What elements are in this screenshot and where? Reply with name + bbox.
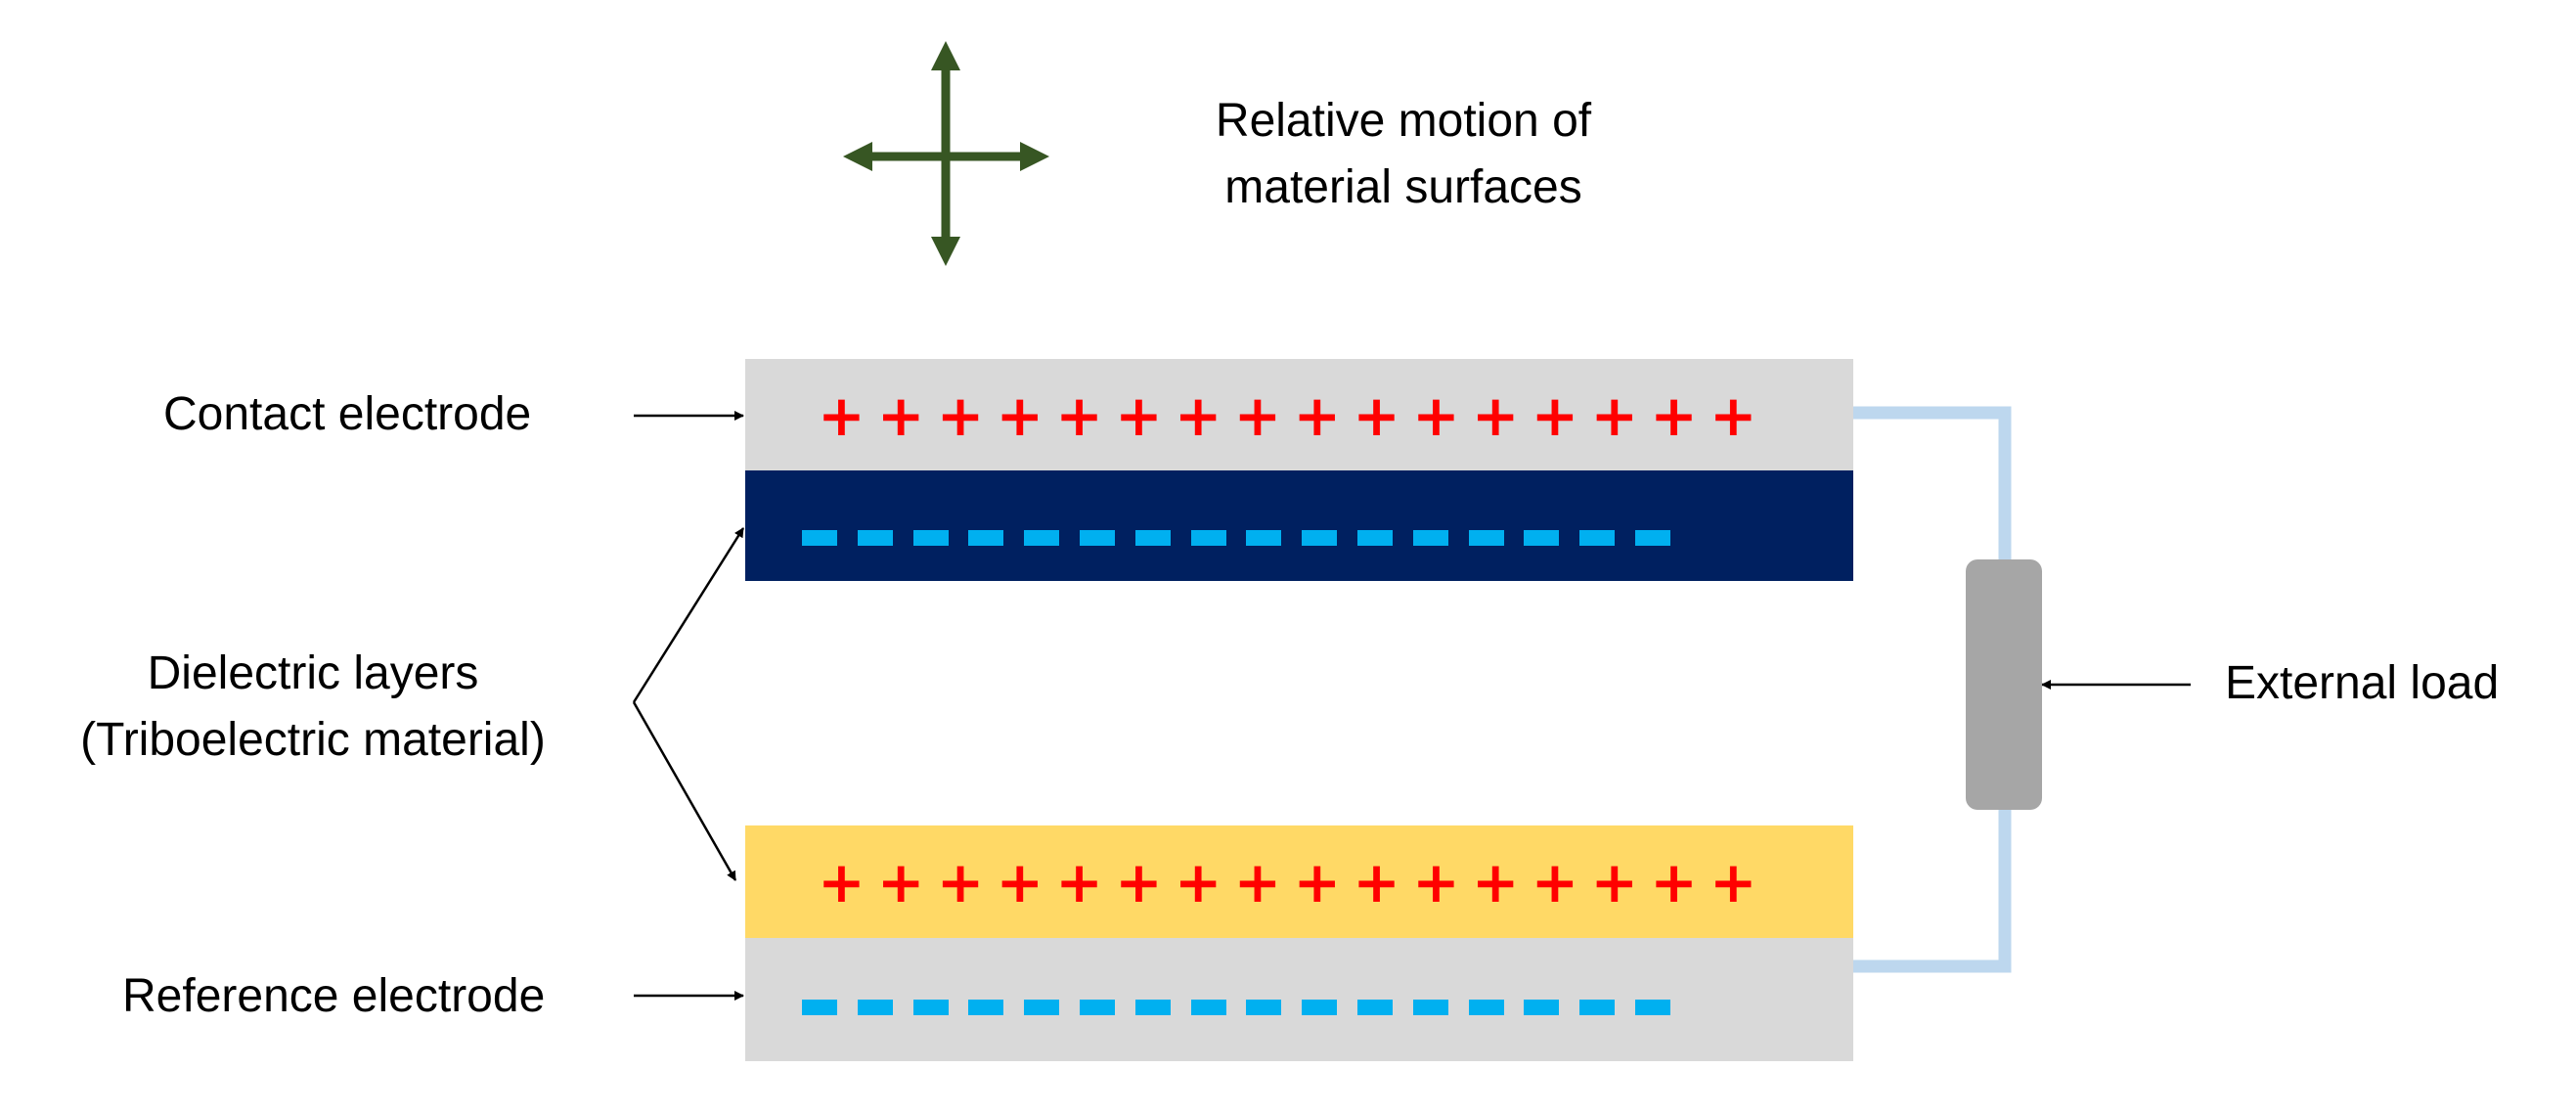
positive-charge: + <box>876 382 925 449</box>
positive-charge: + <box>1531 382 1579 449</box>
negative-charge <box>1634 1000 1670 1015</box>
negative-charge <box>1134 1000 1171 1015</box>
dielectric-label-line1: Dielectric layers <box>147 647 479 699</box>
bottom-dielectric-layer <box>745 825 1853 938</box>
positive-charge: + <box>1233 382 1282 449</box>
positive-charge: + <box>1293 849 1342 915</box>
negative-charge <box>912 530 949 546</box>
external-load-label: External load <box>2225 657 2500 709</box>
top-dielectric-negative-charges <box>802 530 1691 546</box>
contact-electrode-label: Contact electrode <box>163 388 532 440</box>
negative-charge <box>1302 530 1338 546</box>
positive-charge: + <box>1353 382 1400 449</box>
positive-charge: + <box>818 382 866 449</box>
motion-arrow-icon <box>843 41 1049 266</box>
contact-electrode-positive-charges: ++++++++++++++++ <box>812 387 1763 444</box>
negative-charge <box>1246 530 1282 546</box>
motion-label: Relative motion of material surfaces <box>1134 88 1672 221</box>
negative-charge <box>1579 530 1616 546</box>
negative-charge <box>1356 530 1393 546</box>
negative-charge <box>1190 530 1226 546</box>
negative-charge <box>912 1000 949 1015</box>
positive-charge: + <box>1412 382 1460 449</box>
positive-charge: + <box>1650 849 1698 915</box>
negative-charge <box>1302 1000 1338 1015</box>
positive-charge: + <box>1710 849 1757 915</box>
circuit-wire <box>1853 406 2012 973</box>
positive-charge: + <box>1710 382 1757 449</box>
positive-charge: + <box>1412 849 1460 915</box>
positive-charge: + <box>818 849 866 915</box>
external-load-resistor <box>1966 559 2042 810</box>
negative-charge <box>857 1000 893 1015</box>
positive-charge: + <box>1531 849 1579 915</box>
reference-electrode-negative-charges <box>802 1000 1691 1015</box>
positive-charge: + <box>1650 382 1698 449</box>
negative-charge <box>1468 530 1504 546</box>
positive-charge: + <box>996 382 1044 449</box>
positive-charge: + <box>1471 382 1520 449</box>
positive-charge: + <box>936 849 985 915</box>
positive-charge: + <box>1590 382 1639 449</box>
motion-label-line2: material surfaces <box>1224 161 1582 213</box>
negative-charge <box>857 530 893 546</box>
top-dielectric-layer <box>745 470 1853 581</box>
negative-charge <box>802 530 837 546</box>
positive-charge: + <box>1233 849 1282 915</box>
positive-charge: + <box>1293 382 1342 449</box>
positive-charge: + <box>876 849 925 915</box>
contact-electrode-layer <box>745 359 1853 470</box>
dielectric-arrow-upper <box>632 527 745 703</box>
negative-charge <box>1579 1000 1616 1015</box>
reference-electrode-label: Reference electrode <box>122 970 546 1022</box>
negative-charge <box>1412 530 1448 546</box>
dielectric-layers-label: Dielectric layers (Triboelectric materia… <box>29 641 597 774</box>
positive-charge: + <box>1055 382 1103 449</box>
positive-charge: + <box>1115 382 1163 449</box>
negative-charge <box>1024 1000 1060 1015</box>
negative-charge <box>1634 530 1670 546</box>
positive-charge: + <box>1174 382 1222 449</box>
negative-charge <box>1024 530 1060 546</box>
negative-charge <box>1134 530 1171 546</box>
negative-charge <box>1079 1000 1115 1015</box>
bottom-dielectric-positive-charges: ++++++++++++++++ <box>812 854 1763 911</box>
negative-charge <box>1524 1000 1560 1015</box>
label-arrows <box>632 411 2191 1001</box>
dielectric-label-line2: (Triboelectric material) <box>80 714 546 766</box>
negative-charge <box>968 1000 1004 1015</box>
dielectric-arrow-lower <box>632 701 737 881</box>
negative-charge <box>802 1000 837 1015</box>
positive-charge: + <box>1115 849 1163 915</box>
positive-charge: + <box>1055 849 1103 915</box>
negative-charge <box>1412 1000 1448 1015</box>
positive-charge: + <box>1471 849 1520 915</box>
motion-label-line1: Relative motion of <box>1215 95 1592 147</box>
negative-charge <box>1190 1000 1226 1015</box>
negative-charge <box>1079 530 1115 546</box>
positive-charge: + <box>1174 849 1222 915</box>
positive-charge: + <box>936 382 985 449</box>
negative-charge <box>1524 530 1560 546</box>
negative-charge <box>1246 1000 1282 1015</box>
negative-charge <box>1356 1000 1393 1015</box>
positive-charge: + <box>1590 849 1639 915</box>
positive-charge: + <box>996 849 1044 915</box>
positive-charge: + <box>1353 849 1400 915</box>
negative-charge <box>1468 1000 1504 1015</box>
negative-charge <box>968 530 1004 546</box>
